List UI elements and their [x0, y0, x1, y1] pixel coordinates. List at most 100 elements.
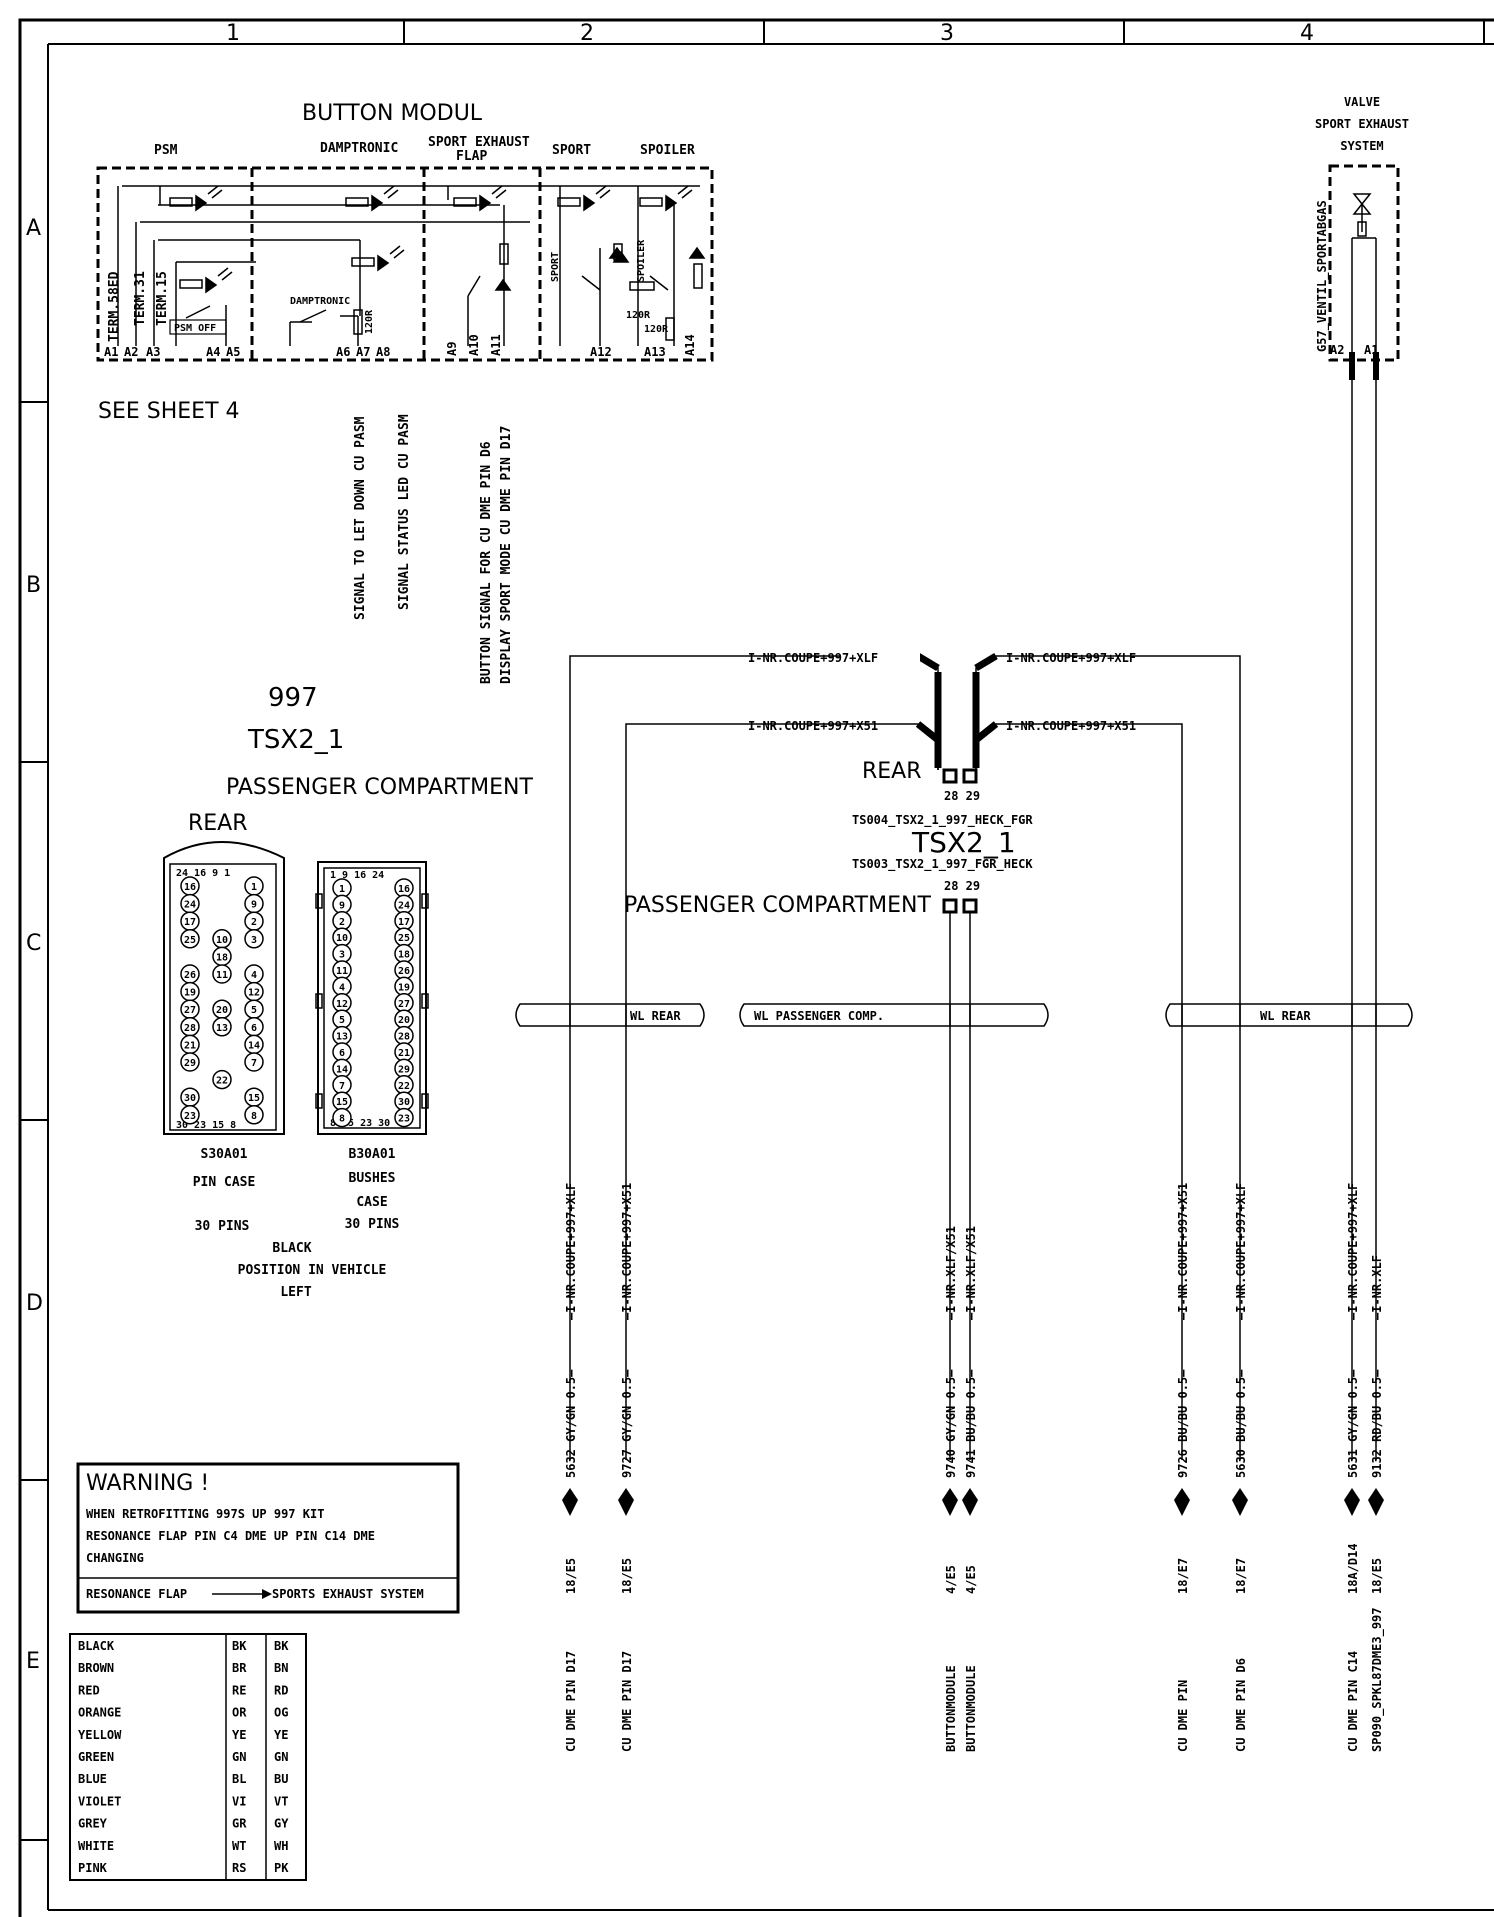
pin-label: A13 — [644, 345, 666, 359]
legend-color-name: BROWN — [78, 1661, 114, 1675]
see-sheet-note: SEE SHEET 4 — [98, 399, 240, 424]
pin-number: 21 — [398, 1048, 410, 1059]
legend-code-de: GN — [232, 1750, 246, 1764]
wire-terminal-icon — [1232, 1488, 1248, 1516]
wire-variant: —I-NR.XLF — [1370, 1255, 1384, 1320]
pin-circle — [332, 1107, 352, 1128]
wire-spec: 9727 GY/GN 0.5— — [620, 1369, 634, 1478]
variant-label: I-NR.COUPE+997+X51 — [1006, 719, 1136, 733]
pin-number: 9 — [251, 900, 257, 911]
led-icon — [169, 185, 706, 294]
inner-label: 120R — [364, 309, 375, 334]
pin-case-top-numbers: 24 16 9 1 — [176, 868, 230, 879]
button-module: BUTTON MODUL PSM DAMPTRONIC SPORT EXHAUS… — [96, 101, 714, 684]
pin-number: 11 — [336, 966, 348, 977]
pin-number: 3 — [339, 950, 345, 961]
pin-number: 30 — [398, 1097, 410, 1108]
harness-label: WL REAR — [1260, 1009, 1311, 1023]
bush-case-name: B30A01 — [349, 1147, 396, 1162]
pin-label: A5 — [226, 345, 240, 359]
pin-number: 27 — [184, 1005, 196, 1016]
pin-label: A12 — [590, 345, 612, 359]
pin-number: 7 — [339, 1081, 345, 1092]
connector-tsx2-1-left: 997 TSX2_1 PASSENGER COMPARTMENT REAR 24… — [163, 683, 533, 1300]
legend-code-en: GY — [274, 1817, 289, 1831]
column-labels: 1 2 3 4 — [226, 21, 1314, 46]
wire-ref: 18A/D14 — [1346, 1543, 1360, 1594]
wire-spec: 5631 GY/GN 0.5— — [1346, 1369, 1360, 1478]
pin-number: 6 — [339, 1048, 345, 1059]
wire-terminal-icon — [562, 1488, 578, 1516]
sheet-frame — [18, 18, 1494, 1917]
pin-number: 20 — [398, 1015, 410, 1026]
legend-color-name: GREY — [78, 1817, 108, 1831]
column-label: 1 — [226, 21, 240, 46]
pin-number: 5 — [251, 1005, 257, 1016]
row-label: D — [26, 1291, 43, 1316]
pin-label: A6 — [336, 345, 350, 359]
connector-line-1: 997 — [268, 683, 318, 713]
inner-label: PSM OFF — [174, 323, 216, 334]
section-label-damptronic: DAMPTRONIC — [320, 141, 398, 156]
pin-number: 10 — [336, 933, 348, 944]
pin-number: 1 — [339, 884, 345, 895]
inner-label: DAMPTRONIC — [290, 296, 350, 307]
legend-code-de: BK — [232, 1639, 247, 1653]
pin-label: A10 — [467, 334, 481, 356]
inner-label: 120R — [626, 310, 651, 321]
center-pins-bottom: 28 29 — [944, 879, 980, 893]
pin-number: 13 — [336, 1032, 348, 1043]
term-label: TERM.15 — [155, 271, 170, 326]
legend-color-name: BLUE — [78, 1772, 107, 1786]
valve-label: G57_VENTIL_SPORTABGAS — [1315, 200, 1330, 352]
section-label-flap: FLAP — [456, 149, 487, 164]
legend-code-en: PK — [274, 1861, 289, 1875]
legend-code-de: VI — [232, 1794, 246, 1808]
pin-number: 25 — [184, 935, 196, 946]
pin-number: 25 — [398, 933, 410, 944]
harness-label: WL REAR — [630, 1009, 681, 1023]
warning-line: CHANGING — [86, 1551, 144, 1565]
row-label: E — [26, 1649, 40, 1674]
warning-flow-from: RESONANCE FLAP — [86, 1587, 187, 1601]
pin-number: 9 — [339, 900, 345, 911]
wire-ref: 18/E7 — [1234, 1558, 1248, 1594]
valve-title: SPORT EXHAUST — [1315, 117, 1409, 131]
wire-terminal-icon — [1344, 1488, 1360, 1516]
inner-label: SPORT — [550, 252, 561, 282]
pin-number: 29 — [398, 1064, 410, 1075]
legend-code-de: BL — [232, 1772, 246, 1786]
pin-circle — [244, 929, 264, 949]
valve-title: VALVE — [1344, 95, 1380, 109]
pin-number: 21 — [184, 1040, 196, 1051]
pin-circle — [180, 1105, 200, 1125]
pin-circle — [394, 1107, 414, 1128]
column-label: 2 — [580, 21, 594, 46]
center-pins-top: 28 29 — [944, 789, 980, 803]
valve-title: SYSTEM — [1340, 139, 1383, 153]
row-labels: A B C D E — [26, 216, 43, 1674]
pin-number: 12 — [336, 999, 348, 1010]
pin-number: 23 — [184, 1111, 196, 1122]
pin-label: A4 — [206, 345, 220, 359]
center-ts-front: TS003_TSX2_1_997_FGR_HECK — [852, 857, 1033, 872]
bush-case-top-numbers: 1 9 16 24 — [330, 870, 384, 881]
legend-code-en: BK — [274, 1639, 289, 1653]
pin-number: 2 — [251, 917, 257, 928]
wire-terminal-icon — [1368, 1488, 1384, 1516]
pin-number: 14 — [336, 1064, 348, 1075]
pin-number: 27 — [398, 999, 410, 1010]
pin-number: 7 — [251, 1058, 257, 1069]
wire-variant: —I-NR.COUPE+997+X51 — [1176, 1183, 1190, 1320]
legend-code-en: YE — [274, 1728, 288, 1742]
pin-number: 30 — [184, 1093, 196, 1104]
pin-number: 8 — [251, 1111, 257, 1122]
wire-destination: BUTTONMODULE — [964, 1665, 978, 1752]
legend-code-de: OR — [232, 1706, 247, 1720]
pin-label: A1 — [104, 345, 118, 359]
row-label: C — [26, 931, 41, 956]
pin-number: 26 — [184, 970, 196, 981]
legend-code-en: BU — [274, 1772, 288, 1786]
